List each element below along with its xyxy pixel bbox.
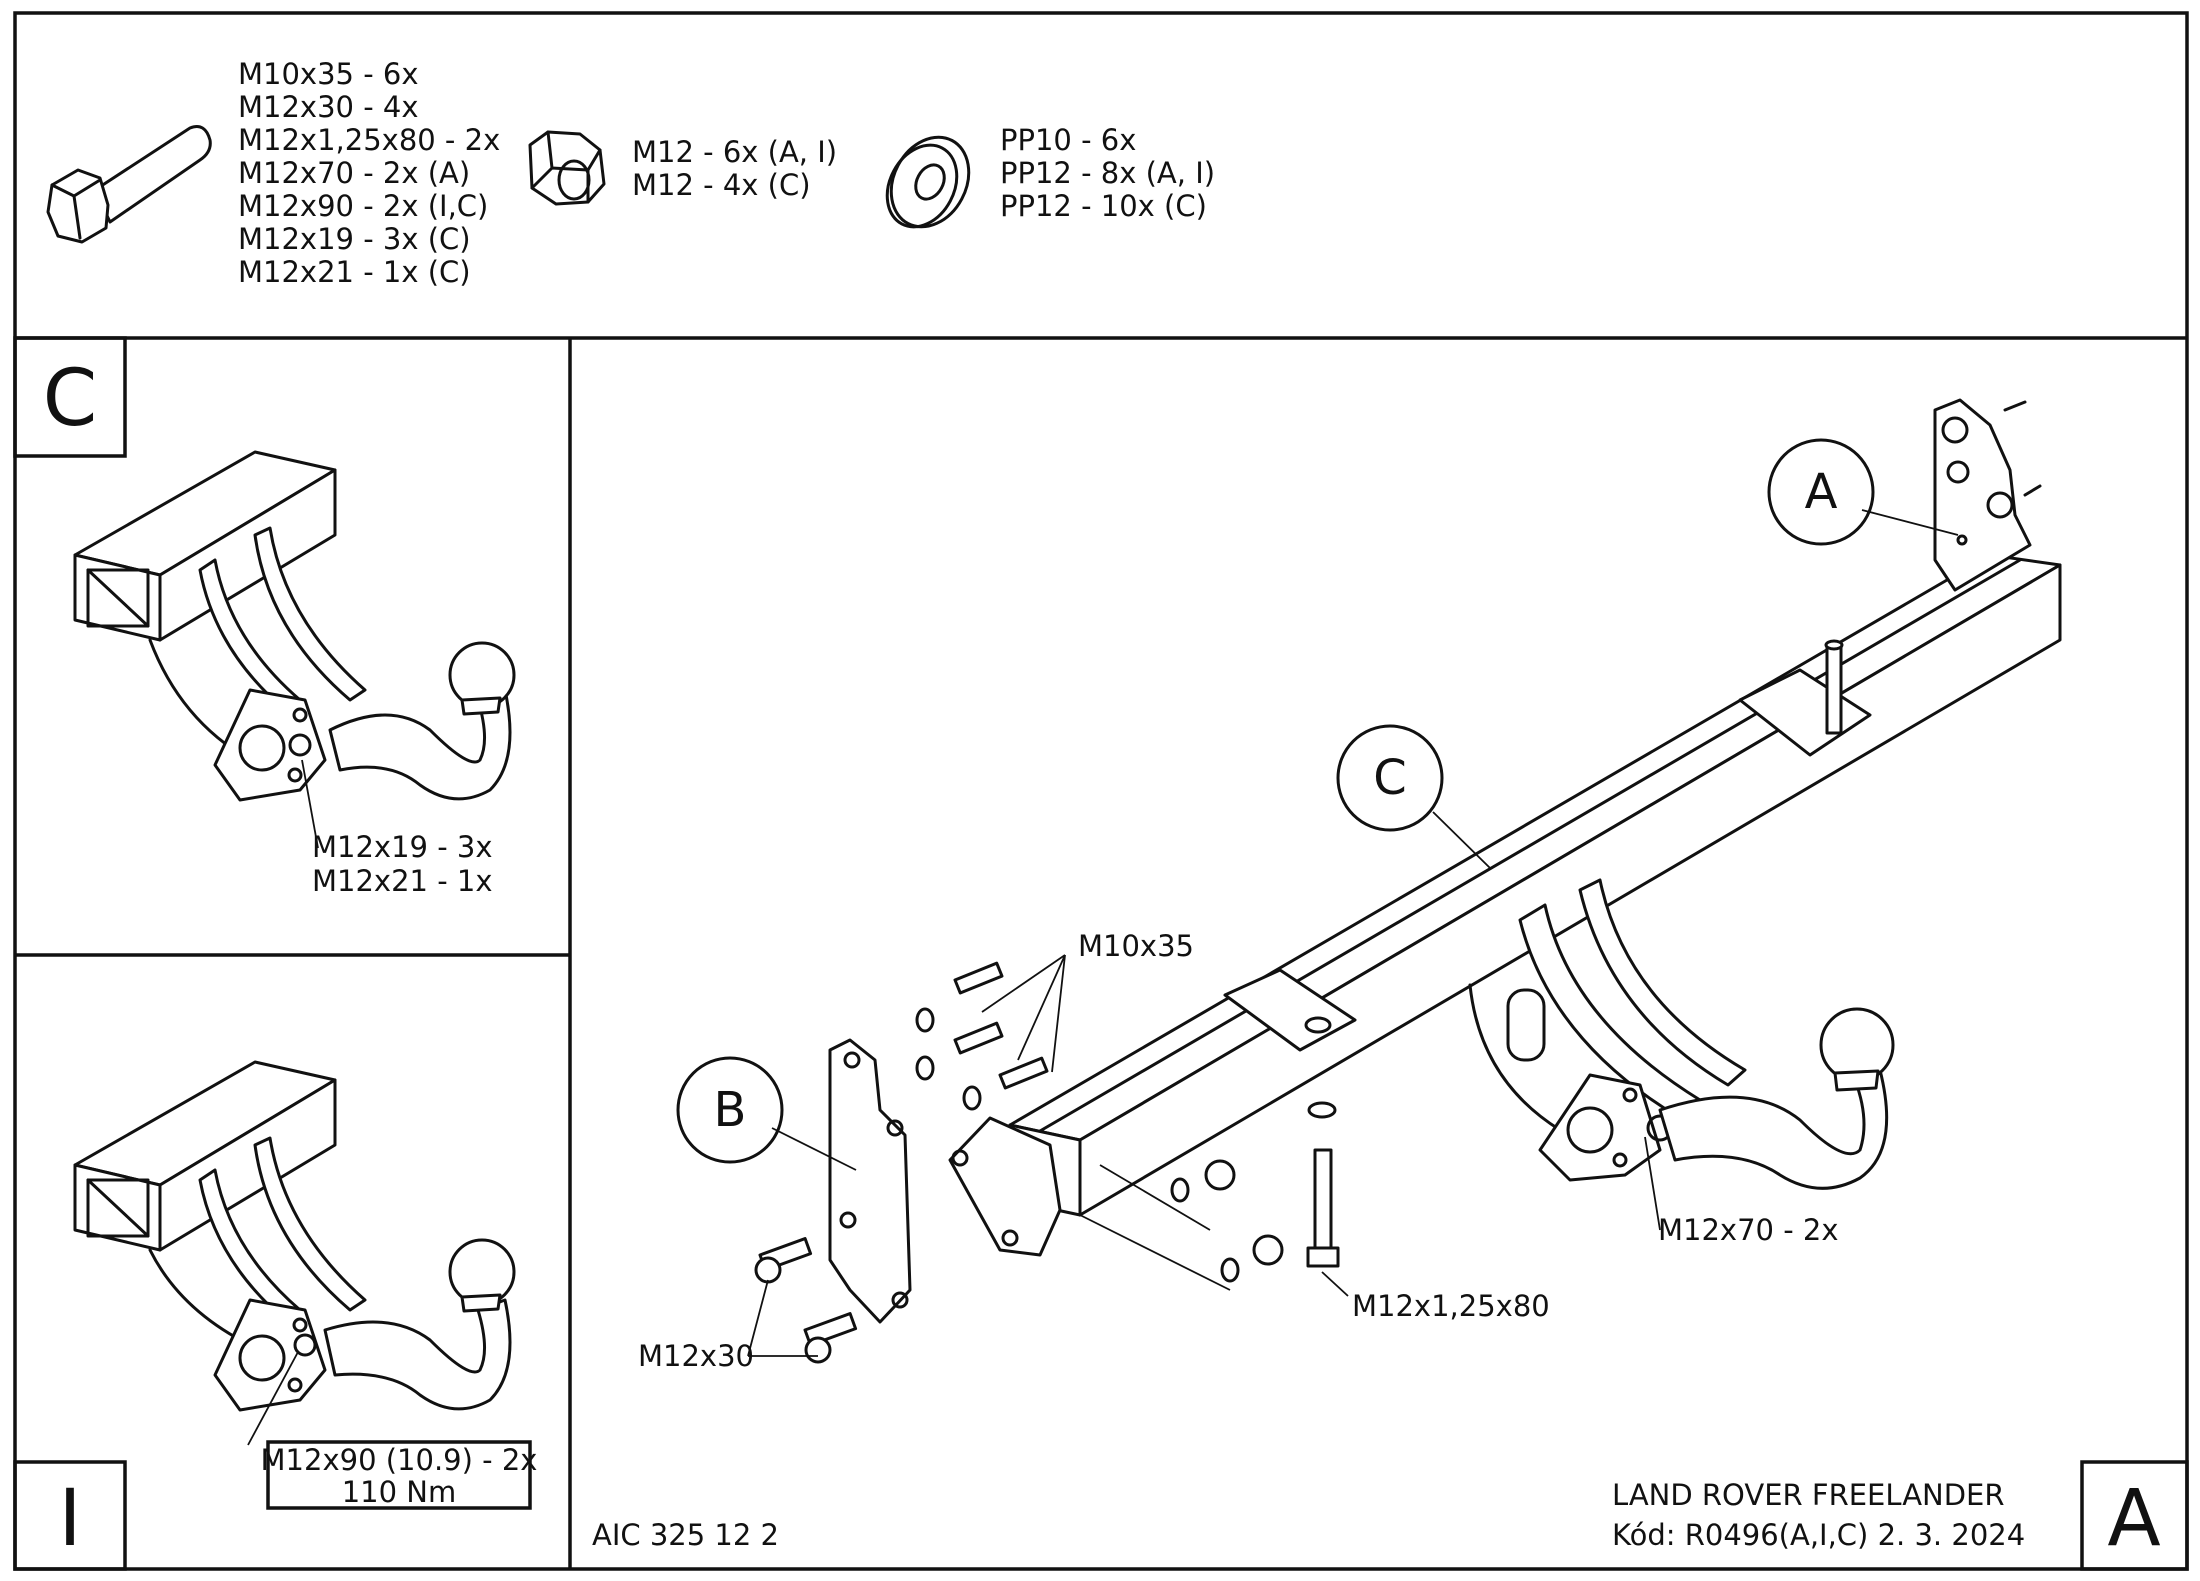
bolt-item: M12x30 - 4x [238,90,419,124]
nut-item: M12 - 6x (A, I) [632,135,837,169]
callout-line: 110 Nm [342,1475,457,1509]
callout-m12x30: M12x30 [638,1339,754,1373]
tow-bar-c-drawing [73,450,516,849]
leader-lines [747,509,1959,1357]
variant-c-panel: C M12x19 - 3x [13,336,516,898]
part-circle-c: C [1336,724,1444,832]
callout-m10x35: M10x35 [1078,929,1194,963]
bolt-list: M10x35 - 6x M12x30 - 4x M12x1,25x80 - 2x… [238,57,500,289]
part-label: B [714,1082,747,1138]
bolt-item: M12x21 - 1x (C) [238,255,471,289]
variant-letter: C [43,354,97,444]
variant-letter: I [58,1474,81,1564]
variant-letter-box [13,1460,127,1571]
main-assembly-panel: A [638,398,2189,1571]
code-and-date: Kód: R0496(A,I,C) 2. 3. 2024 [1612,1518,2025,1552]
parts-list: M10x35 - 6x M12x30 - 4x M12x1,25x80 - 2x… [46,57,1215,289]
callout-line: M12x90 (10.9) - 2x [261,1443,538,1477]
tow-bar-main-drawing [754,398,2062,1364]
callout-m12x70: M12x70 - 2x [1658,1213,1839,1247]
variant-c-callout: M12x19 - 3x M12x21 - 1x [312,830,493,898]
drawing-frame [13,11,2189,1571]
callout-line: M12x21 - 1x [312,864,493,898]
hex-bolt-icon [46,125,212,244]
callout-m12x125x80: M12x1,25x80 [1352,1289,1550,1323]
hex-nut-icon [528,130,606,206]
nut-item: M12 - 4x (C) [632,168,811,202]
variant-letter-box [2080,1460,2189,1571]
tow-bar-i-drawing [73,1060,516,1446]
bolt-item: M12x70 - 2x (A) [238,156,470,190]
washer-item: PP12 - 8x (A, I) [1000,156,1215,190]
vehicle-name: LAND ROVER FREELANDER [1612,1478,2005,1512]
variant-i-callout: M12x90 (10.9) - 2x 110 Nm [261,1443,538,1509]
part-circle-a: A [1767,438,1875,546]
callout-line: M12x19 - 3x [312,830,493,864]
part-circle-b: B [676,1056,784,1164]
washer-list: PP10 - 6x PP12 - 8x (A, I) PP12 - 10x (C… [1000,123,1215,223]
variant-letter: A [2107,1474,2160,1564]
variant-letter-box [13,336,127,458]
drawing-number: AIC 325 12 2 [592,1518,779,1552]
washer-item: PP12 - 10x (C) [1000,189,1207,223]
variant-i-panel: I M12x90 (10.9) - 2x 110 Nm [13,1060,538,1571]
bolt-item: M12x19 - 3x (C) [238,222,471,256]
torque-callout-box [266,1440,532,1510]
part-label: A [1805,464,1838,520]
washer-icon [885,135,971,229]
bolt-item: M12x90 - 2x (I,C) [238,189,488,223]
fastener-group [754,961,1340,1364]
part-label: C [1373,750,1407,806]
washer-item: PP10 - 6x [1000,123,1136,157]
nut-list: M12 - 6x (A, I) M12 - 4x (C) [632,135,837,202]
bolt-item: M12x1,25x80 - 2x [238,123,500,157]
bolt-item: M10x35 - 6x [238,57,419,91]
title-block: AIC 325 12 2 LAND ROVER FREELANDER Kód: … [592,1478,2025,1552]
